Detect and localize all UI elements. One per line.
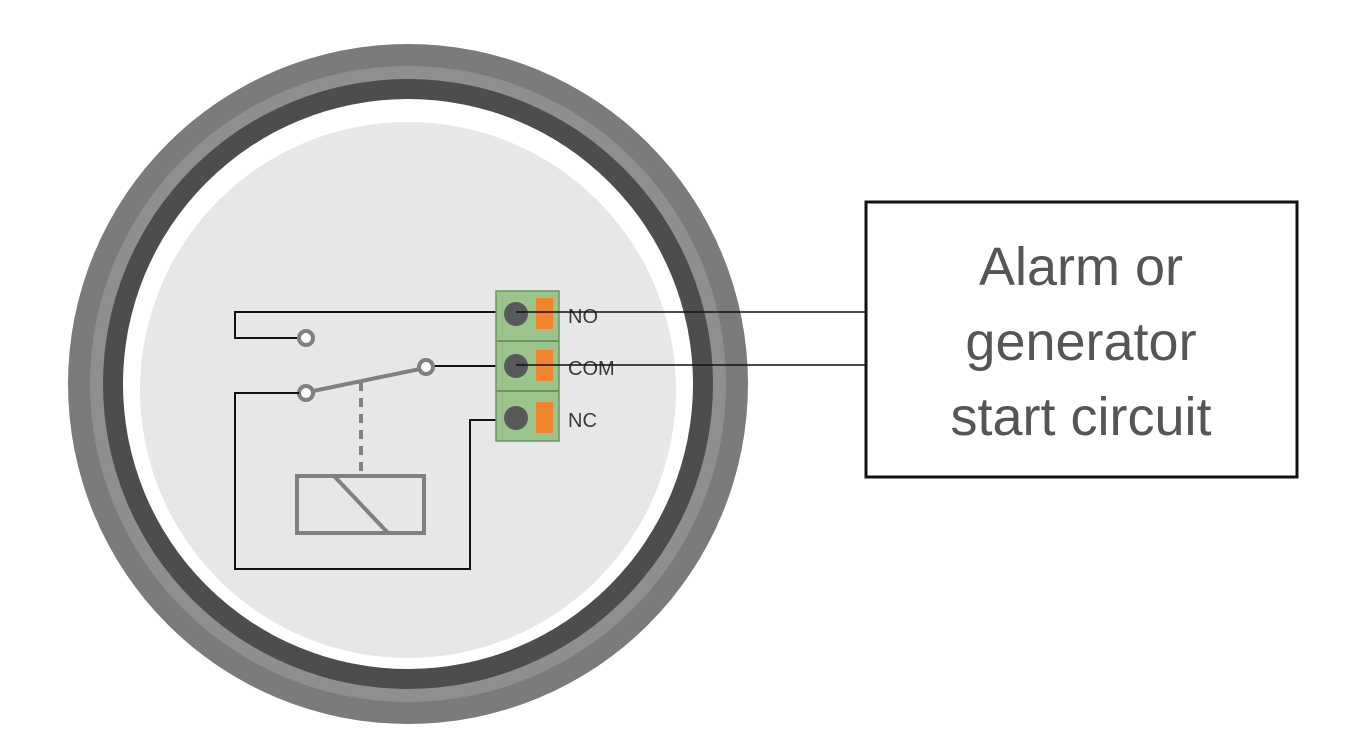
external-circuit-label-line-2: generator — [965, 312, 1196, 372]
device-housing — [68, 44, 748, 724]
terminal-com-label: COM — [568, 358, 615, 380]
com-pivot-contact — [417, 358, 435, 376]
external-circuit-label-line-3: start circuit — [950, 387, 1211, 447]
relay-coil — [295, 474, 426, 535]
external-wiring — [516, 311, 866, 366]
external-circuit-label-line-1: Alarm or — [979, 237, 1183, 297]
nc-stationary-contact — [297, 384, 315, 402]
terminal-no[interactable] — [504, 298, 553, 329]
nc-loop-wire — [234, 392, 516, 570]
switch-arm — [312, 367, 421, 393]
relay-coil-slash — [332, 474, 390, 535]
terminal-nc-label: NC — [568, 410, 597, 432]
terminal-com-screw — [504, 354, 528, 378]
external-circuit-box-frame — [864, 200, 1299, 479]
relay-schematic — [234, 311, 516, 570]
no-stationary-contact — [297, 329, 315, 347]
terminal-block: NO COM NC — [495, 290, 615, 442]
external-circuit-box: Alarm or generator start circuit — [864, 200, 1299, 479]
device-face — [140, 122, 676, 658]
terminal-nc[interactable] — [504, 402, 553, 433]
terminal-no-label: NO — [568, 306, 598, 328]
terminal-no-clip — [536, 298, 553, 329]
no-contact-wire — [234, 311, 516, 339]
terminal-nc-screw — [504, 406, 528, 430]
terminal-nc-clip — [536, 402, 553, 433]
terminal-no-screw — [504, 302, 528, 326]
